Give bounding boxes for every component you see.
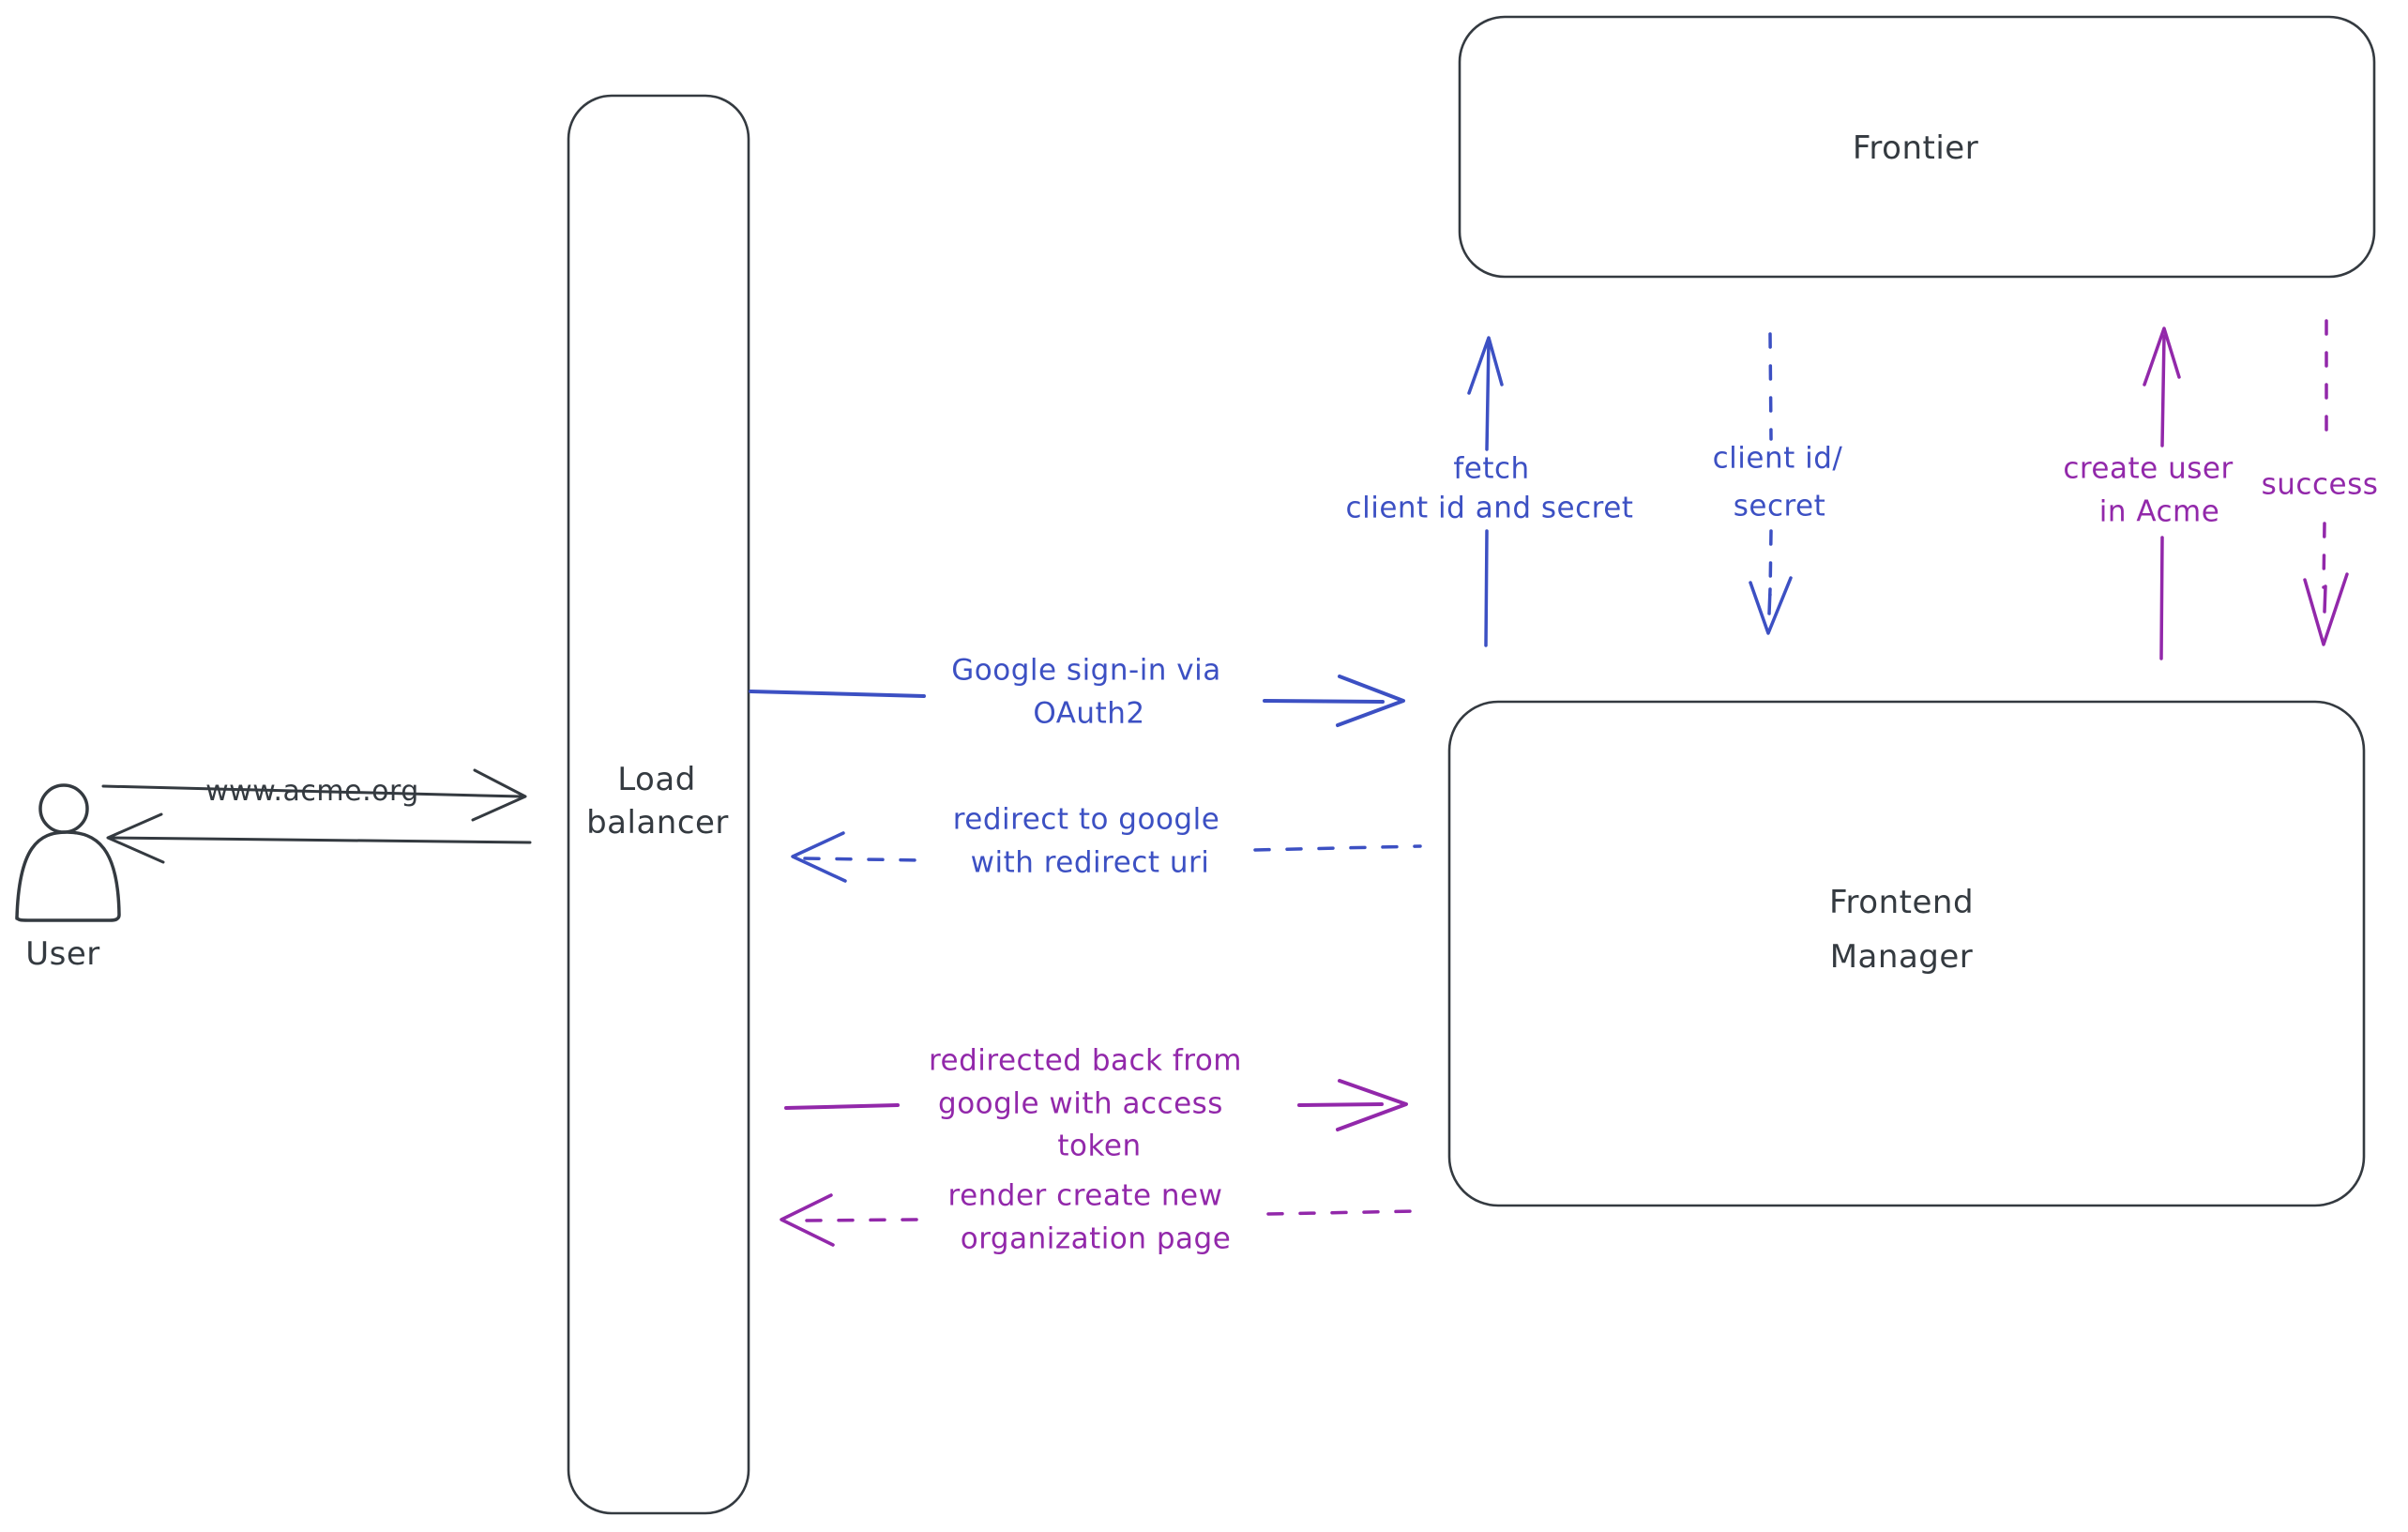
frontend-manager-label-line2: Manager <box>1829 938 1974 976</box>
arrow-render-org-page <box>780 1193 1418 1247</box>
arrow-response-to-user <box>106 812 532 864</box>
redirect-to-google-label-line1: redirect to google <box>952 802 1220 837</box>
arrow-www-acme <box>101 768 527 822</box>
fetch-client-id-label-line2: client id and secret <box>1345 491 1634 525</box>
create-user-label-line2: in Acme <box>2098 494 2220 529</box>
render-org-page-label-line2: organization page <box>960 1221 1232 1256</box>
arrow-google-signin <box>749 675 1405 727</box>
frontend-manager-box <box>1447 700 2366 1207</box>
arrow-create-user <box>2143 326 2181 660</box>
client-id-secret-label-line2: secret <box>1733 489 1826 523</box>
frontier-box <box>1458 15 2376 279</box>
user-icon <box>15 783 121 922</box>
arrow-success <box>2303 319 2349 646</box>
www-acme-label: www.acme.org <box>205 775 419 808</box>
google-signin-label-line1: Google sign-in via <box>951 653 1221 688</box>
load-balancer-box <box>567 94 750 1515</box>
load-balancer-label-line1: Load <box>617 761 696 798</box>
user-label: User <box>25 935 100 973</box>
arrow-redirected-back <box>784 1079 1408 1131</box>
arrow-client-id-secret <box>1749 332 1793 635</box>
arrow-fetch-client-id <box>1467 336 1504 647</box>
load-balancer-label-line2: balancer <box>586 804 729 842</box>
frontier-label: Frontier <box>1852 129 1979 167</box>
google-signin-label-line2: OAuth2 <box>1033 696 1145 731</box>
frontend-manager-label-line1: Frontend <box>1828 884 1975 921</box>
redirected-back-label-line2: google with access <box>938 1086 1223 1121</box>
success-label: success <box>2261 467 2379 502</box>
arrow-redirect-to-google <box>791 831 1422 883</box>
fetch-client-id-label-line1: fetch <box>1453 451 1530 486</box>
render-org-page-label-line1: render create new <box>947 1178 1223 1213</box>
create-user-label-line1: create user <box>2063 451 2234 486</box>
redirect-to-google-label-line2: with redirect uri <box>970 845 1210 880</box>
client-id-secret-label-line1: client id/ <box>1712 441 1843 476</box>
redirected-back-label-line1: redirected back from <box>928 1043 1243 1078</box>
redirected-back-label-line3: token <box>1057 1129 1142 1163</box>
